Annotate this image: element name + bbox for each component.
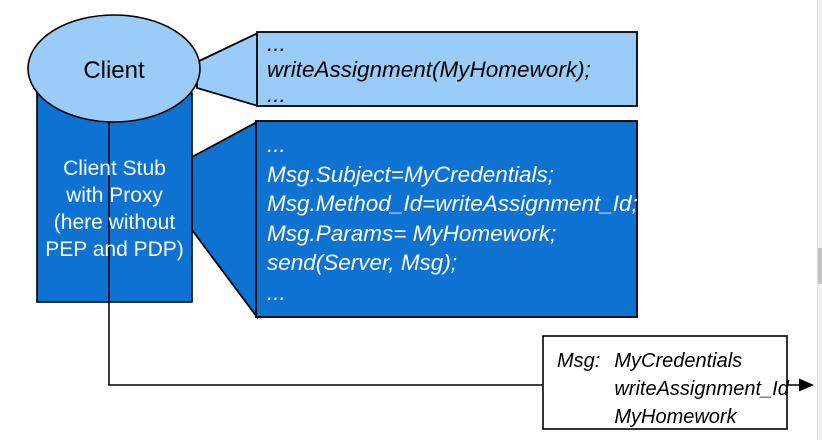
code-line: Msg.Method_Id=writeAssignment_Id; — [267, 191, 638, 216]
code-line: send(Server, Msg); — [267, 250, 458, 275]
call-callout-box — [256, 31, 638, 107]
client-stub-label: Client Stub with Proxy (here without PEP… — [37, 155, 192, 263]
code-line: Msg.Params= MyHomework; — [267, 220, 557, 246]
message-value: MyHomework — [614, 406, 737, 428]
client-ellipse — [27, 14, 201, 123]
arrowhead-icon — [799, 378, 814, 392]
marshal-callout-pointer — [191, 120, 258, 320]
marshal-callout-text: ... Msg.Subject=MyCredentials; Msg.Metho… — [267, 130, 638, 307]
call-callout-text: ... writeAssignment(MyHomework); ... — [267, 31, 635, 108]
scrollbar-track[interactable] — [817, 0, 822, 440]
message-box-values: MyCredentials writeAssignment_Id MyHomew… — [614, 347, 789, 431]
client-stub-line: with Proxy — [66, 184, 163, 207]
code-line: writeAssignment(MyHomework); — [267, 56, 591, 82]
code-line: ... — [267, 132, 286, 157]
message-value: MyCredentials — [614, 350, 743, 372]
code-line: ... — [267, 279, 286, 305]
call-callout-pointer — [196, 31, 259, 108]
marshal-callout-box — [255, 120, 638, 318]
code-line: ... — [267, 31, 286, 56]
code-line: Msg.Subject=MyCredentials; — [267, 161, 554, 187]
client-stub-line: PEP and PDP) — [45, 238, 184, 261]
message-value: writeAssignment_Id — [614, 378, 789, 400]
client-stub-line: Client Stub — [63, 157, 166, 180]
message-box — [542, 335, 788, 430]
client-stub-line: (here without — [53, 211, 176, 234]
code-line: ... — [267, 82, 286, 107]
message-box-label: Msg: — [557, 350, 601, 372]
client-label: Client — [83, 57, 145, 84]
scrollbar-thumb[interactable] — [818, 248, 822, 284]
message-box-content: Msg: MyCredentials writeAssignment_Id My… — [557, 347, 789, 431]
client-stub-box — [36, 92, 193, 303]
